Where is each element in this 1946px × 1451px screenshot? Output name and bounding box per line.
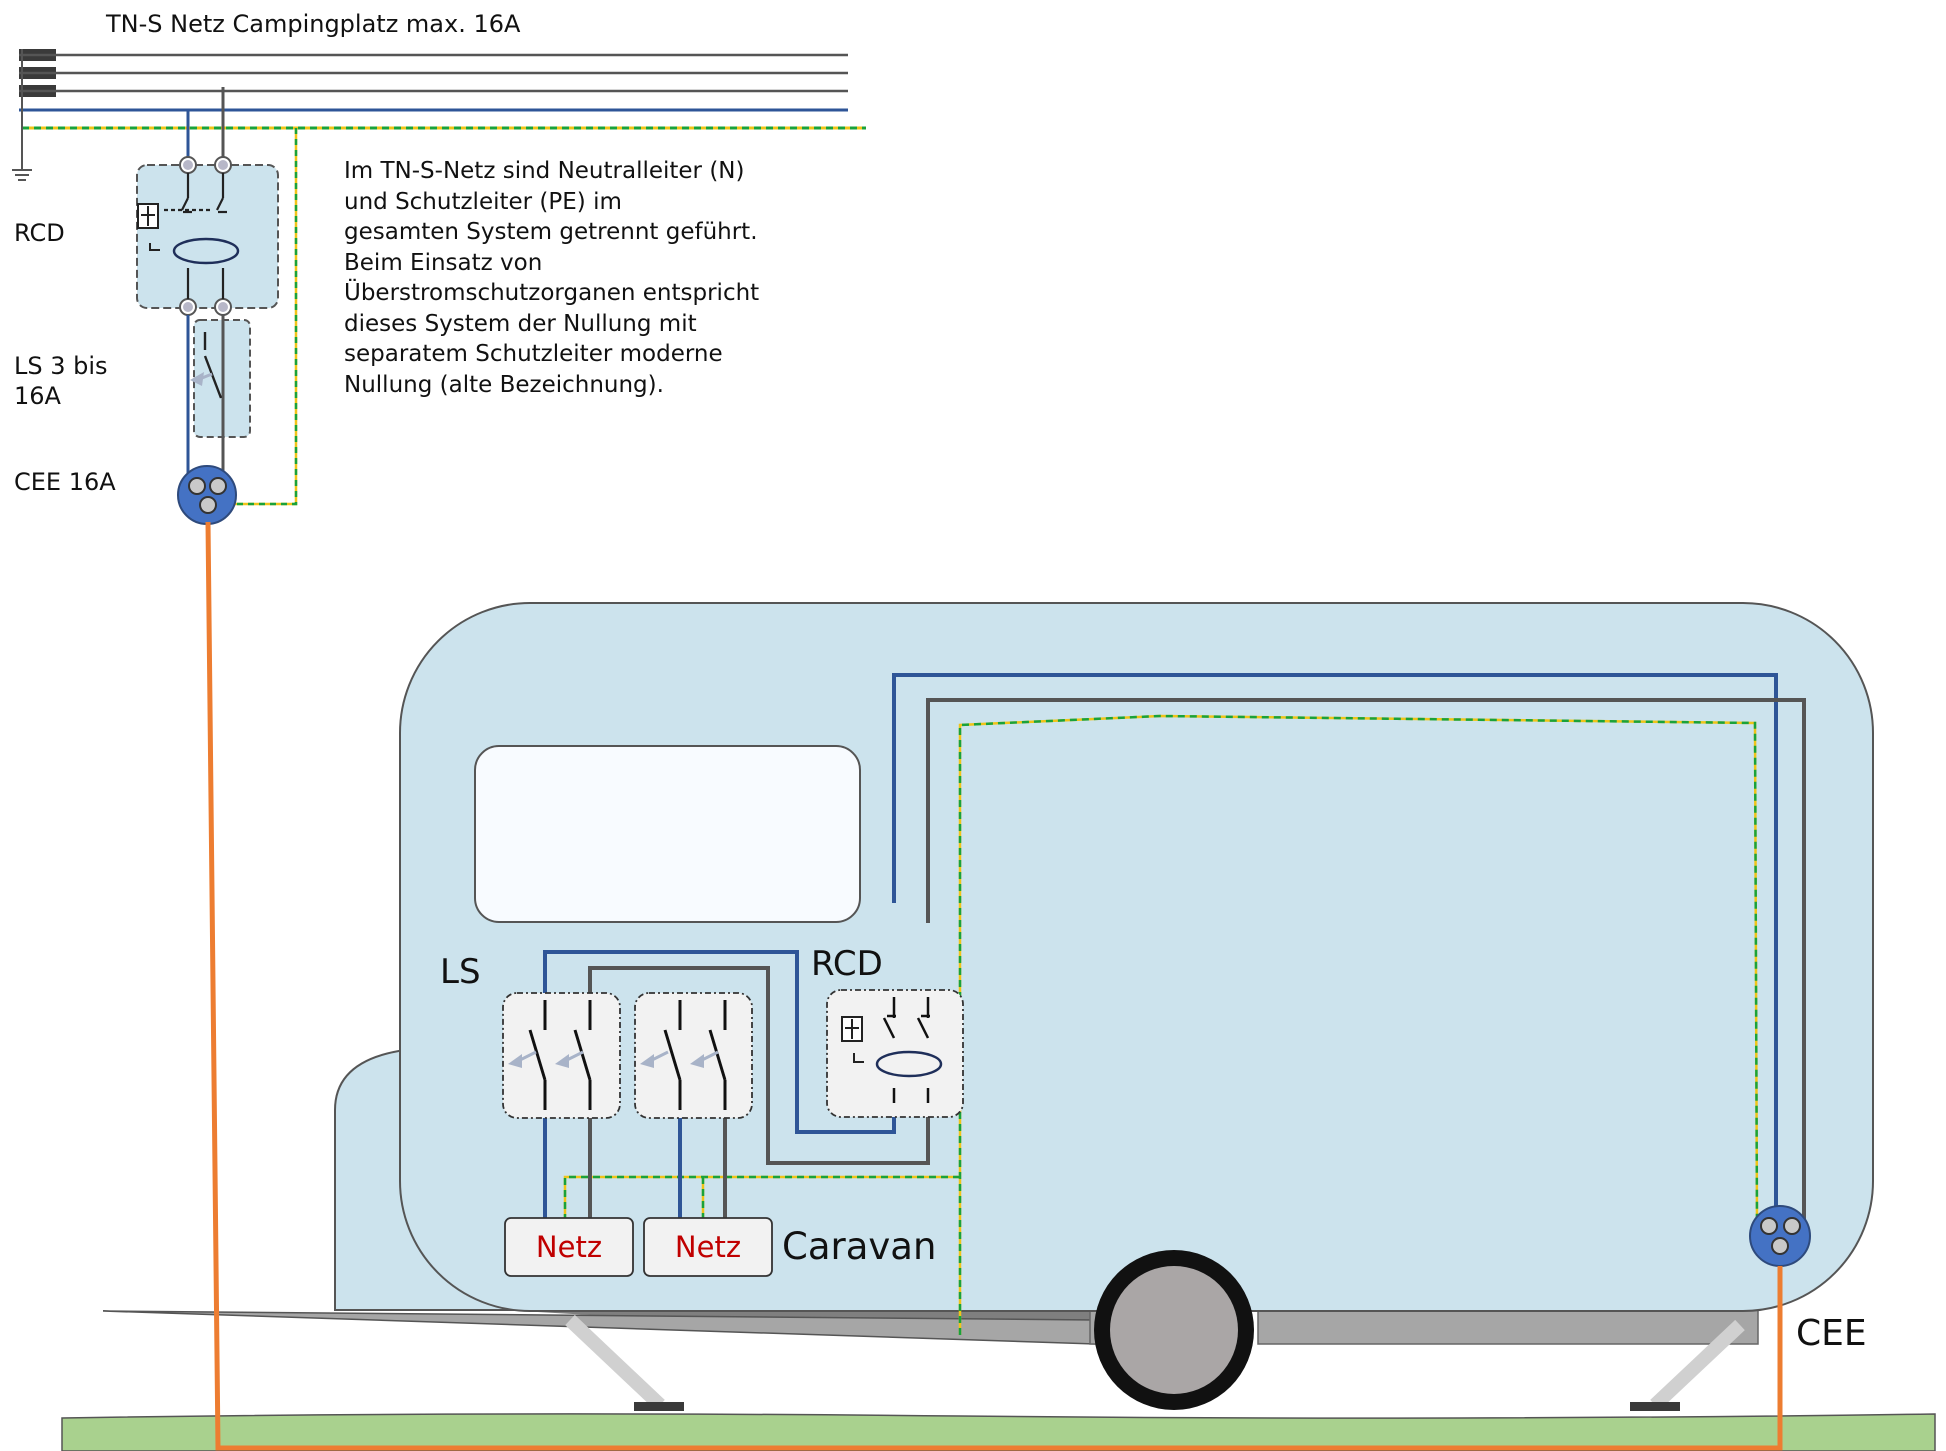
rcd-terminal bbox=[218, 160, 228, 170]
cee-pin bbox=[1760, 1217, 1778, 1235]
support-foot bbox=[634, 1402, 684, 1411]
supply-rcd bbox=[136, 156, 279, 316]
label-rcd-caravan: RCD bbox=[811, 944, 883, 984]
rcd-terminal bbox=[183, 302, 193, 312]
description-line: Beim Einsatz von bbox=[344, 249, 543, 276]
support-leg bbox=[565, 1314, 665, 1411]
caravan-cee-socket bbox=[1749, 1205, 1811, 1267]
rcd-transformer-ring bbox=[172, 237, 240, 265]
supply-pe-drop bbox=[228, 128, 298, 506]
label-caravan: Caravan bbox=[782, 1225, 936, 1268]
ls-contacts bbox=[663, 1000, 727, 1110]
ls-trip-arrow-icon bbox=[519, 1050, 537, 1062]
ls-contact bbox=[203, 332, 223, 399]
caravan-ls-2 bbox=[634, 992, 753, 1119]
rcd-terminal bbox=[218, 302, 228, 312]
supply-ls bbox=[186, 315, 251, 481]
label-cee-caravan: CEE bbox=[1796, 1313, 1867, 1354]
earth-symbol-icon bbox=[12, 169, 32, 181]
outlet-2: Netz bbox=[643, 1217, 773, 1277]
ls-housing bbox=[634, 992, 753, 1119]
label-ls-supply-rating: 16A bbox=[14, 382, 62, 410]
supply-cable bbox=[205, 521, 1783, 1451]
rcd-test-button-icon bbox=[137, 203, 160, 251]
description-line: Im TN-S-Netz sind Neutralleiter (N) bbox=[344, 158, 745, 184]
rcd-transformer-ring bbox=[875, 1050, 943, 1078]
outlet-1: Netz bbox=[504, 1217, 634, 1277]
description-line: Nullung (alte Bezeichnung). bbox=[344, 371, 664, 398]
diagram-title: TN-S Netz Campingplatz max. 16A bbox=[105, 10, 521, 38]
outlet-label: Netz bbox=[536, 1230, 602, 1264]
support-leg bbox=[1650, 1319, 1745, 1411]
caravan-rcd bbox=[826, 989, 964, 1118]
cee-pin bbox=[188, 477, 206, 495]
caravan-ls-1 bbox=[502, 992, 621, 1119]
cee-socket-body bbox=[1749, 1205, 1811, 1267]
rcd-contacts bbox=[164, 173, 227, 299]
rcd-terminal bbox=[183, 160, 193, 170]
support-foot bbox=[1630, 1402, 1680, 1411]
description-line: und Schutzleiter (PE) im bbox=[344, 188, 622, 215]
description-text: Im TN-S-Netz sind Neutralleiter (N) und … bbox=[344, 156, 864, 400]
label-ls-caravan: LS bbox=[440, 952, 481, 992]
tn-s-network bbox=[12, 49, 866, 181]
ls-trip-arrow-icon bbox=[508, 1054, 522, 1068]
ls-trip-arrow-icon bbox=[566, 1050, 584, 1062]
description-line: Überstromschutzorganen entspricht bbox=[344, 280, 760, 306]
caravan-window bbox=[474, 745, 861, 923]
caravan-body bbox=[399, 602, 1874, 1312]
caravan-chassis bbox=[1257, 1309, 1759, 1345]
ls-trip-arrow-icon bbox=[201, 372, 213, 380]
rcd-housing bbox=[136, 164, 279, 309]
label-rcd-supply: RCD bbox=[14, 219, 65, 247]
rcd-test-button-icon bbox=[841, 1016, 864, 1063]
description-line: separatem Schutzleiter moderne bbox=[344, 341, 723, 367]
cee-pin bbox=[1783, 1217, 1801, 1235]
supply-cee-socket bbox=[177, 465, 237, 525]
label-cee-supply: CEE 16A bbox=[14, 468, 116, 496]
ground-strip bbox=[61, 1413, 1936, 1451]
cee-socket-body bbox=[177, 465, 237, 525]
description-line: gesamten System getrennt geführt. bbox=[344, 219, 758, 245]
outlet-box bbox=[504, 1217, 634, 1277]
outlet-box bbox=[643, 1217, 773, 1277]
ls-trip-arrow-icon bbox=[690, 1054, 704, 1068]
description-line: dieses System der Nullung mit bbox=[344, 310, 697, 337]
cee-pin bbox=[199, 496, 217, 514]
cee-pin bbox=[1771, 1237, 1789, 1255]
label-ls-supply: LS 3 bis bbox=[14, 352, 108, 380]
rcd-contacts bbox=[882, 997, 930, 1103]
ls-trip-arrow-icon bbox=[555, 1054, 569, 1068]
cee-pin bbox=[209, 477, 227, 495]
ls-trip-arrow-icon bbox=[701, 1050, 719, 1062]
ls-contacts bbox=[528, 1000, 592, 1110]
ls-trip-arrow-icon bbox=[190, 372, 204, 386]
ls-trip-arrow-icon bbox=[640, 1054, 654, 1068]
caravan-wheel bbox=[1094, 1250, 1254, 1410]
wheel-rim bbox=[1110, 1266, 1238, 1394]
outlet-label: Netz bbox=[675, 1230, 741, 1264]
ls-trip-arrow-icon bbox=[651, 1050, 669, 1062]
caravan-phase-wiring bbox=[588, 698, 1806, 1240]
